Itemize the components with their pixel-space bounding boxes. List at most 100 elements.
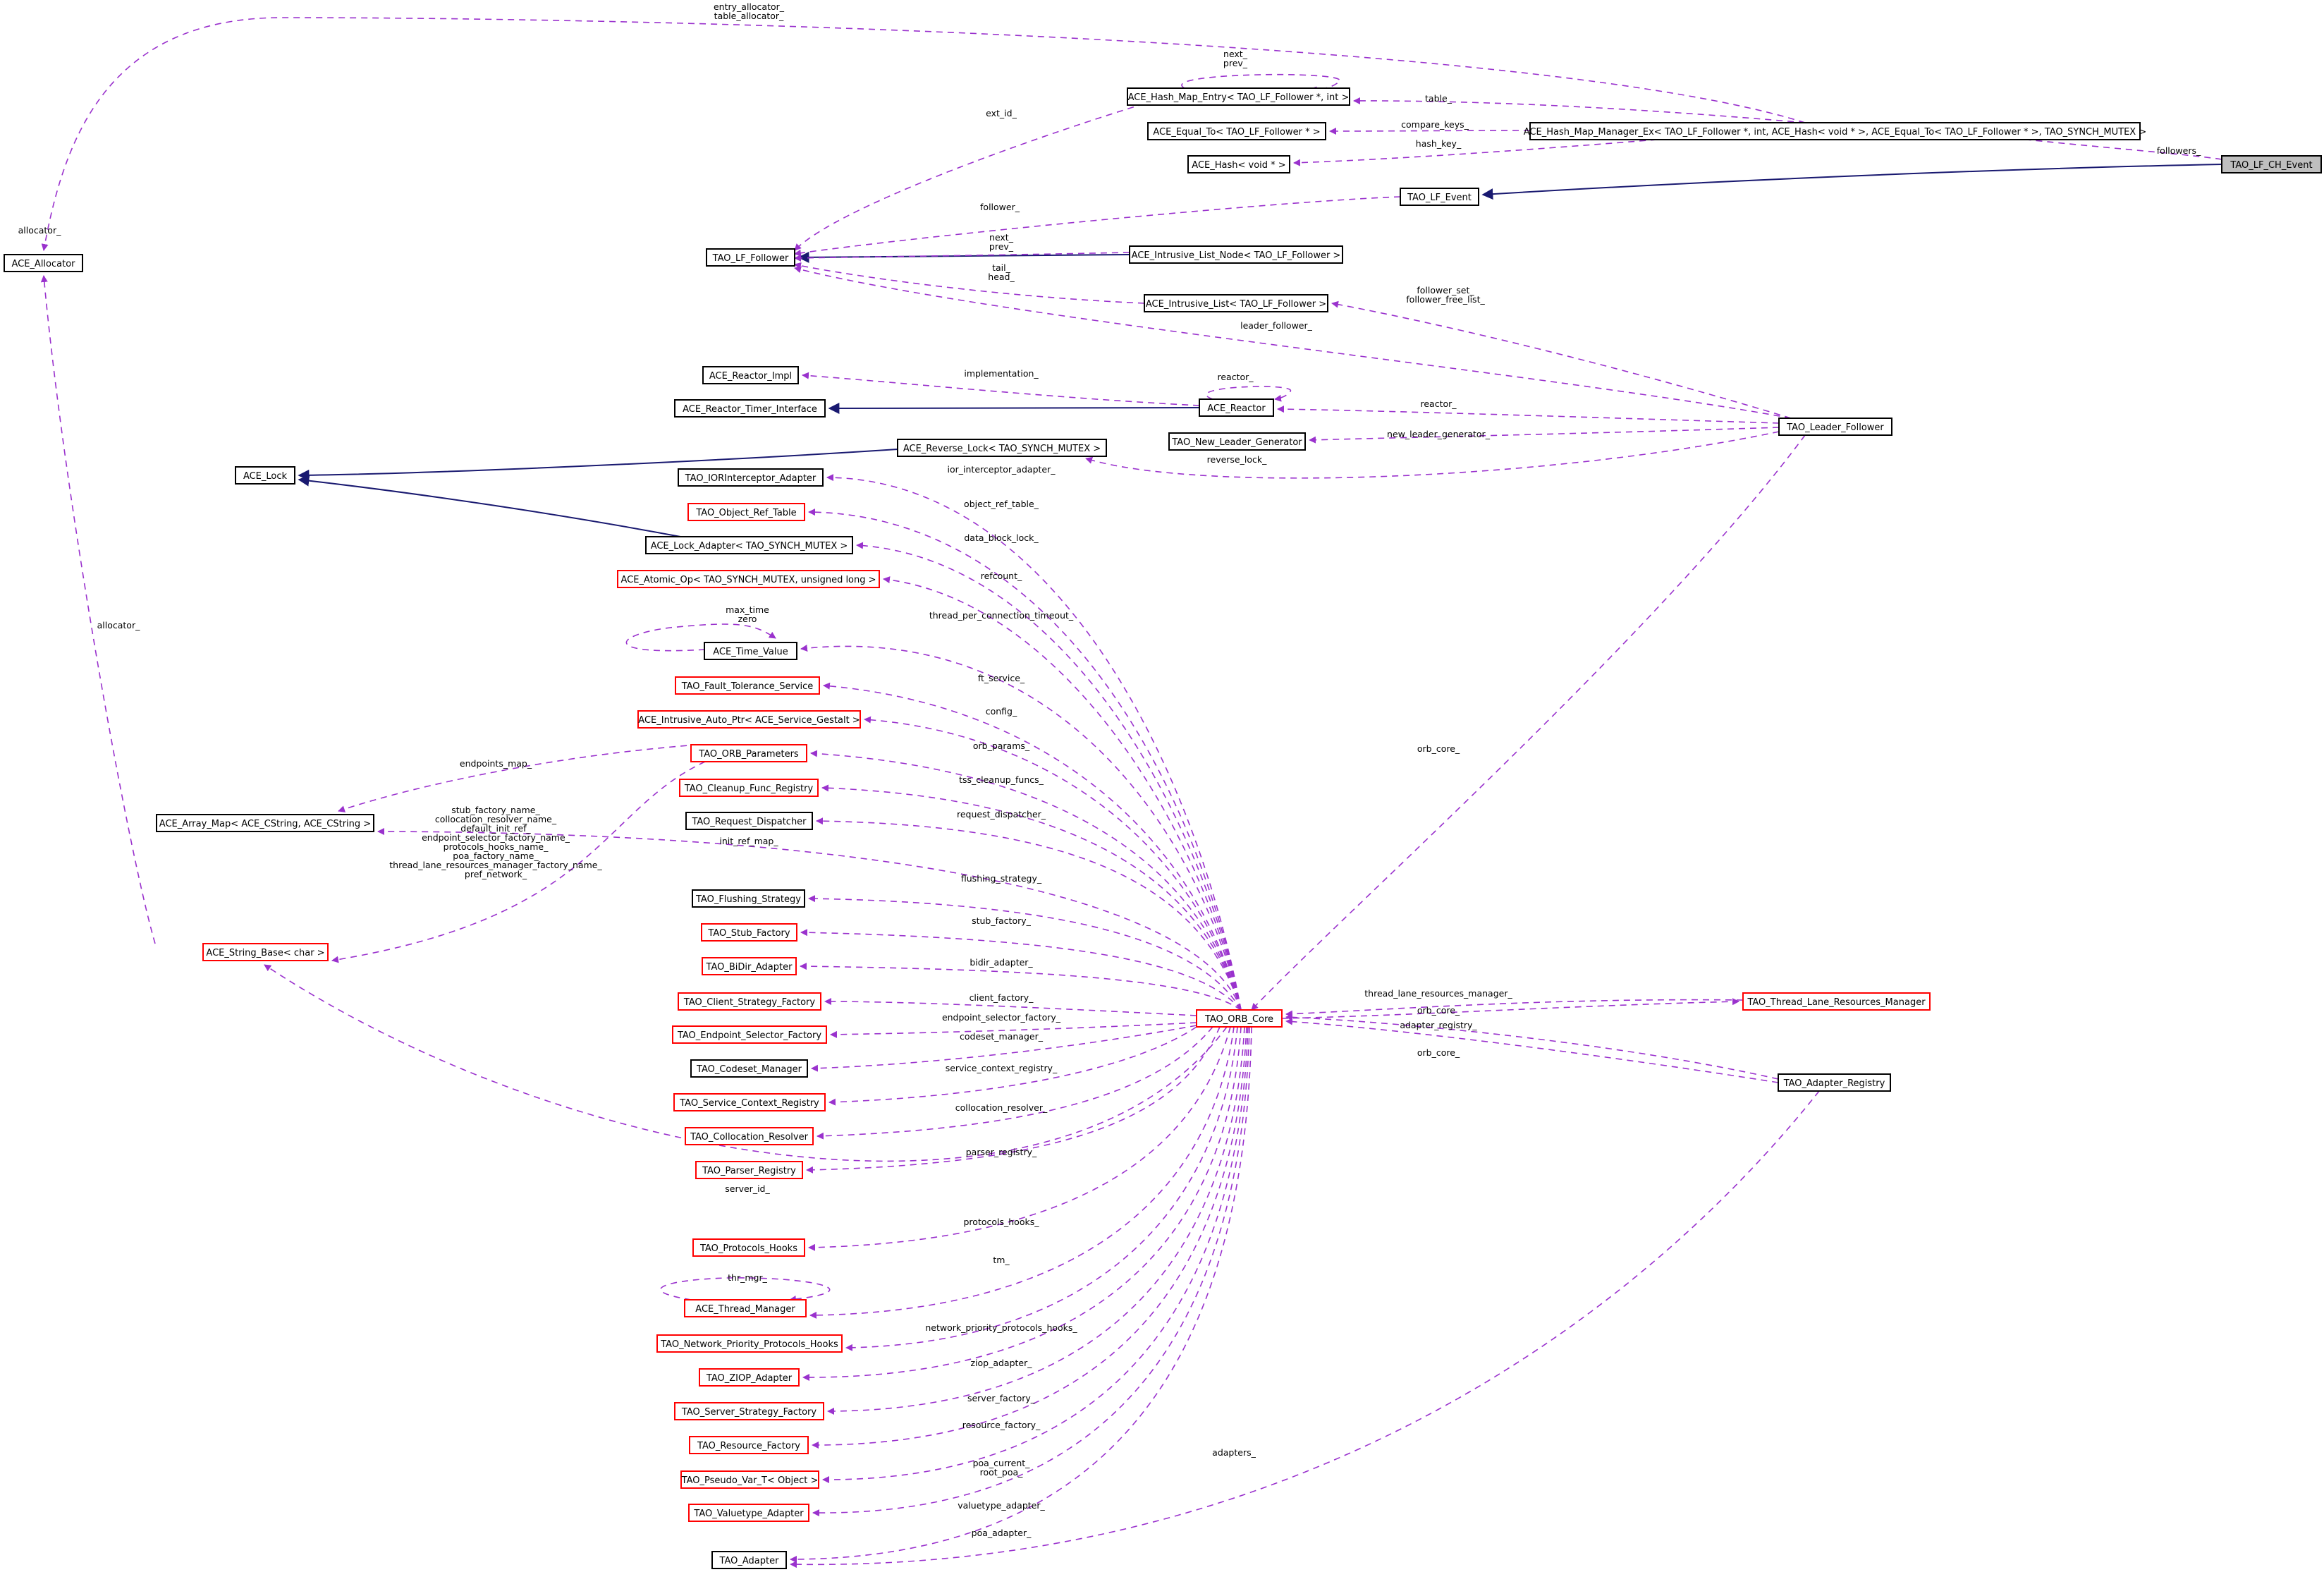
class-node-box	[704, 642, 797, 660]
class-node-label: ACE_Reactor_Impl	[709, 371, 792, 382]
class-node-label: TAO_IORInterceptor_Adapter	[685, 473, 817, 484]
class-node-reactor-impl[interactable]: ACE_Reactor_Impl	[702, 366, 799, 384]
edge-label-collocation-resolver: collocation_resolver_	[955, 1102, 1048, 1113]
class-node-box	[711, 1551, 787, 1569]
usage-edge	[800, 929, 1242, 1011]
class-node-reverse-lock[interactable]: ACE_Reverse_Lock< TAO_SYNCH_MUTEX >	[897, 439, 1107, 457]
class-node-stub-factory[interactable]: TAO_Stub_Factory	[701, 923, 797, 942]
class-node-lf-follower[interactable]: TAO_LF_Follower	[706, 248, 795, 267]
class-node-equal-to[interactable]: ACE_Equal_To< TAO_LF_Follower * >	[1147, 122, 1326, 140]
class-node-label: ACE_Intrusive_Auto_Ptr< ACE_Service_Gest…	[638, 715, 860, 726]
edge-label-codeset-manager: codeset_manager_	[960, 1031, 1044, 1042]
class-node-hash-void[interactable]: ACE_Hash< void * >	[1187, 155, 1290, 173]
edge-label-follower: follower_	[980, 202, 1020, 212]
class-node-label: TAO_Fault_Tolerance_Service	[681, 681, 814, 692]
class-node-valuetype-adapter[interactable]: TAO_Valuetype_Adapter	[688, 1504, 809, 1522]
class-node-box	[4, 254, 83, 272]
class-node-time-value[interactable]: ACE_Time_Value	[704, 642, 797, 660]
class-node-collocation-resolver[interactable]: TAO_Collocation_Resolver	[685, 1127, 814, 1145]
edge-label-string-names: endpoint_selector_factory_name_	[422, 832, 570, 843]
class-node-adapter[interactable]: TAO_Adapter	[711, 1551, 787, 1569]
class-node-intrusive-auto-ptr[interactable]: ACE_Intrusive_Auto_Ptr< ACE_Service_Gest…	[637, 710, 861, 729]
class-node-box	[684, 1299, 807, 1317]
class-node-resource-factory[interactable]: TAO_Resource_Factory	[689, 1436, 809, 1454]
edge-label-service-context-registry: service_context_registry_	[946, 1063, 1058, 1073]
class-node-ziop-adapter[interactable]: TAO_ZIOP_Adapter	[699, 1368, 800, 1387]
class-node-lock-adapter[interactable]: ACE_Lock_Adapter< TAO_SYNCH_MUTEX >	[645, 536, 853, 554]
edge-label-server-factory: server_factory_	[967, 1393, 1036, 1403]
class-node-box	[706, 248, 795, 267]
class-node-hash-map-manager-ex[interactable]: ACE_Hash_Map_Manager_Ex< TAO_LF_Follower…	[1524, 122, 2146, 140]
class-node-cleanup-func-registry[interactable]: TAO_Cleanup_Func_Registry	[679, 779, 819, 797]
class-node-label: ACE_Hash_Map_Manager_Ex< TAO_LF_Follower…	[1524, 127, 2146, 138]
class-node-box	[679, 779, 819, 797]
class-node-adapter-registry[interactable]: TAO_Adapter_Registry	[1778, 1073, 1891, 1092]
class-node-box	[1778, 1073, 1891, 1092]
class-node-box	[1187, 155, 1290, 173]
usage-edge	[331, 761, 706, 963]
class-node-intrusive-list[interactable]: ACE_Intrusive_List< TAO_LF_Follower >	[1144, 294, 1328, 312]
class-node-request-dispatcher[interactable]: TAO_Request_Dispatcher	[685, 812, 813, 830]
edge-label-table: table_	[1425, 93, 1452, 104]
usage-edge	[808, 1026, 1231, 1251]
usage-edge	[883, 576, 1242, 1011]
usage-edge	[822, 1026, 1249, 1484]
usage-edge	[845, 1026, 1238, 1351]
class-node-object-ref-table[interactable]: TAO_Object_Ref_Table	[687, 503, 805, 521]
usage-edge	[1293, 139, 1658, 166]
usage-edge	[1277, 406, 1780, 424]
class-node-orb-core[interactable]: TAO_ORB_Core	[1196, 1009, 1283, 1028]
class-node-intrusive-list-node[interactable]: ACE_Intrusive_List_Node< TAO_LF_Follower…	[1129, 245, 1343, 264]
class-node-label: TAO_Codeset_Manager	[696, 1064, 802, 1075]
class-node-service-context-registry[interactable]: TAO_Service_Context_Registry	[673, 1093, 826, 1111]
class-node-client-strategy-factory[interactable]: TAO_Client_Strategy_Factory	[678, 992, 821, 1011]
class-node-box	[702, 957, 797, 975]
edge-label-adapter-registry: adapter_registry_	[1400, 1020, 1477, 1030]
class-node-label: ACE_String_Base< char >	[206, 948, 324, 958]
class-node-string-base[interactable]: ACE_String_Base< char >	[202, 943, 329, 961]
class-node-box	[672, 1025, 827, 1044]
class-node-pseudo-var[interactable]: TAO_Pseudo_Var_T< Object >	[680, 1470, 819, 1489]
class-node-protocols-hooks[interactable]: TAO_Protocols_Hooks	[692, 1238, 805, 1257]
class-node-reactor[interactable]: ACE_Reactor	[1199, 398, 1274, 417]
class-node-lock[interactable]: ACE_Lock	[235, 466, 295, 485]
class-node-fault-tolerance-service[interactable]: TAO_Fault_Tolerance_Service	[675, 676, 820, 695]
class-node-reactor-timer-interface[interactable]: ACE_Reactor_Timer_Interface	[674, 399, 826, 418]
edge-label-allocator: allocator_	[97, 620, 140, 631]
class-node-endpoint-selector-factory[interactable]: TAO_Endpoint_Selector_Factory	[672, 1025, 827, 1044]
edge-label-parser-registry: parser_registry_	[966, 1147, 1037, 1157]
usage-edge	[794, 266, 1792, 419]
class-node-ior-interceptor-adapter[interactable]: TAO_IORInterceptor_Adapter	[678, 468, 824, 487]
usage-edge	[824, 998, 1197, 1016]
class-node-lf-event[interactable]: TAO_LF_Event	[1400, 188, 1479, 206]
edge-label-ziop-adapter: ziop_adapter_	[970, 1358, 1032, 1368]
class-node-thread-lane-resources-manager[interactable]: TAO_Thread_Lane_Resources_Manager	[1742, 992, 1931, 1011]
inheritance-edge	[298, 475, 681, 537]
class-node-allocator[interactable]: ACE_Allocator	[4, 254, 83, 272]
class-node-flushing-strategy[interactable]: TAO_Flushing_Strategy	[692, 889, 805, 908]
class-node-label: TAO_Request_Dispatcher	[691, 817, 807, 827]
class-node-hash-map-entry[interactable]: ACE_Hash_Map_Entry< TAO_LF_Follower *, i…	[1127, 87, 1350, 106]
class-node-leader-follower[interactable]: TAO_Leader_Follower	[1778, 418, 1892, 436]
class-node-new-leader-generator[interactable]: TAO_New_Leader_Generator	[1168, 432, 1306, 451]
class-node-parser-registry[interactable]: TAO_Parser_Registry	[695, 1161, 803, 1179]
class-node-bidir-adapter[interactable]: TAO_BiDir_Adapter	[702, 957, 797, 975]
class-node-atomic-op[interactable]: ACE_Atomic_Op< TAO_SYNCH_MUTEX, unsigned…	[617, 570, 880, 588]
class-node-box	[690, 744, 807, 762]
class-node-array-map[interactable]: ACE_Array_Map< ACE_CString, ACE_CString …	[156, 814, 374, 832]
class-node-orb-parameters[interactable]: TAO_ORB_Parameters	[690, 744, 807, 762]
class-node-label: ACE_Lock	[243, 471, 288, 482]
class-node-server-strategy-factory[interactable]: TAO_Server_Strategy_Factory	[674, 1402, 824, 1420]
edge-label-tail-head: tail_	[992, 262, 1011, 273]
class-node-thread-manager[interactable]: ACE_Thread_Manager	[684, 1299, 807, 1317]
class-node-box	[645, 536, 853, 554]
edge-label-poa-adapter: poa_adapter_	[972, 1528, 1032, 1538]
usage-edge	[817, 1026, 1213, 1140]
class-node-label: ACE_Reactor	[1207, 403, 1266, 414]
class-node-network-priority-protocols-hooks[interactable]: TAO_Network_Priority_Protocols_Hooks	[656, 1334, 843, 1353]
usage-edge	[1205, 386, 1291, 402]
edge-label-hash-key: hash_key_	[1416, 138, 1462, 149]
class-node-lf-ch-event[interactable]: TAO_LF_CH_Event	[2221, 155, 2322, 173]
class-node-codeset-manager[interactable]: TAO_Codeset_Manager	[690, 1059, 808, 1078]
class-node-label: TAO_Protocols_Hooks	[699, 1243, 797, 1254]
